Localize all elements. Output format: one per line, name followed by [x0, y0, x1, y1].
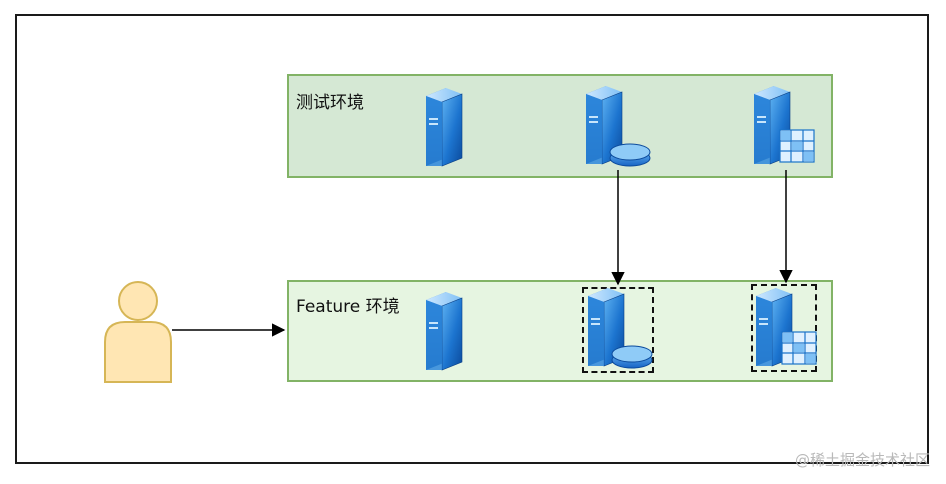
- watermark: @稀土掘金技术社区: [794, 451, 930, 469]
- user-icon: [104, 281, 172, 383]
- database-server-icon: [587, 287, 653, 369]
- grid-server-icon: [753, 85, 815, 165]
- grid-server-icon: [755, 287, 817, 367]
- test-environment-label: 测试环境: [296, 93, 364, 113]
- feature-environment-box: [287, 280, 833, 382]
- database-server-icon: [585, 85, 651, 167]
- feature-environment-label: Feature 环境: [296, 297, 400, 317]
- test-environment-box: [287, 74, 833, 178]
- shared-grid-selection: [751, 284, 817, 372]
- shared-database-selection: [582, 287, 654, 373]
- outer-frame: [15, 14, 929, 464]
